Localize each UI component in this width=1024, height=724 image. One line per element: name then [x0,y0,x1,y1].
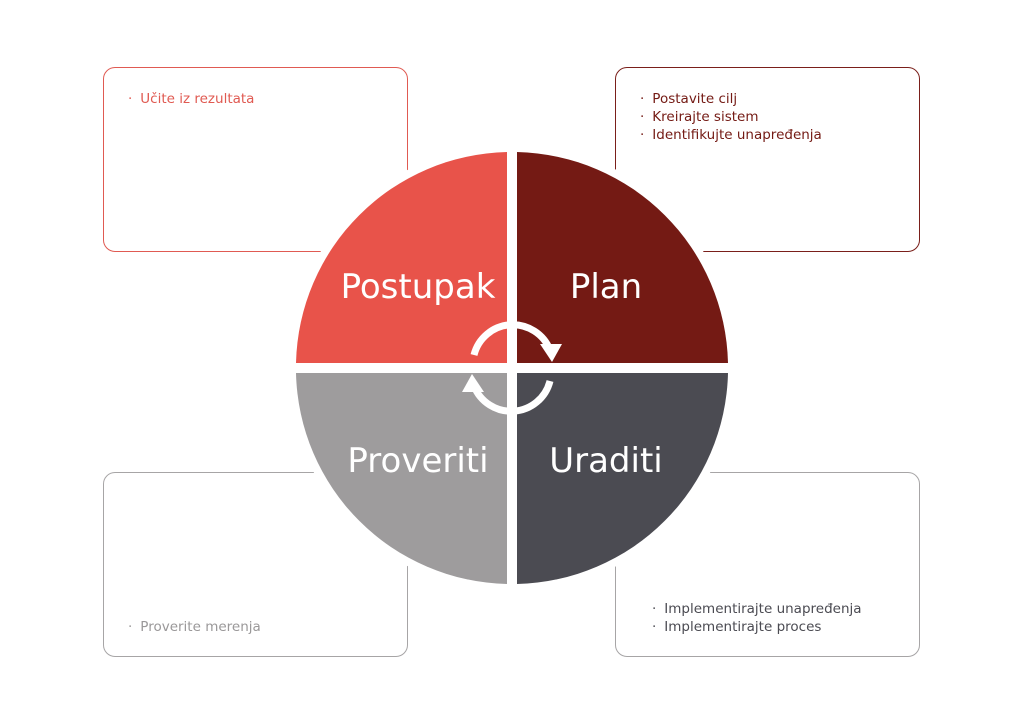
plan-notes-box: Postavite cilj Kreirajte sistem Identifi… [615,67,920,252]
do-quadrant [517,373,728,584]
plan-label: Plan [570,267,642,307]
do-item: Implementirajte proces [652,618,862,636]
plan-item: Kreirajte sistem [640,108,822,126]
do-label: Uraditi [549,441,663,481]
act-item: Učite iz rezultata [128,90,254,108]
plan-item: Identifikujte unapređenja [640,126,822,144]
check-quadrant [296,373,507,584]
act-quadrant [296,152,507,363]
do-item: Implementirajte unapređenja [652,600,861,618]
act-label: Postupak [341,267,496,307]
plan-quadrant [517,152,728,363]
act-notes-box: Učite iz rezultata [103,67,408,252]
cycle-arrows-icon [462,321,562,415]
check-item: Proverite merenja [128,618,261,636]
plan-item: Postavite cilj [640,90,822,108]
check-label: Proveriti [347,441,488,481]
